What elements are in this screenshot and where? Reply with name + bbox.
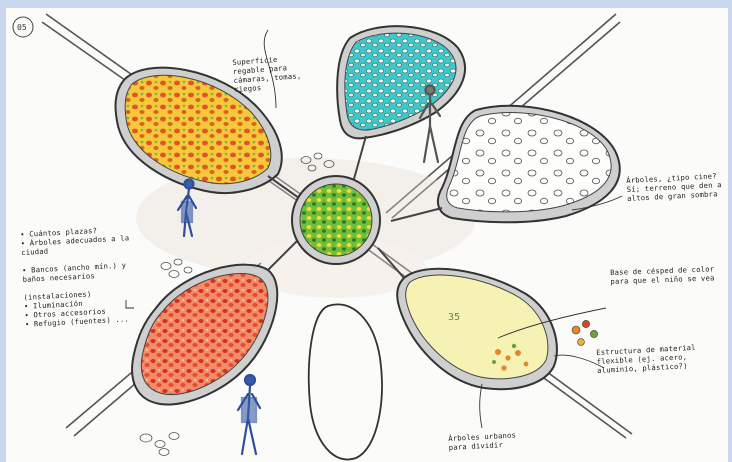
petal-empty-outline [309,304,382,459]
page-number-mark: 05 [13,17,33,37]
note-left-list: • Cuántos plazas? • Árboles adecuados a … [20,224,135,329]
loose-color-pebbles [572,320,598,345]
lawn-petal-label: 35 [448,312,460,323]
figure-bottom [238,375,260,454]
sketch-paper: 05 [6,8,728,462]
note-top-center: Superficie regable para cámaras, tomas, … [232,53,304,94]
central-green-hub [292,176,380,264]
note-right-top: Árboles, ¿tipo cine? Sí; terreno que den… [626,171,725,203]
page-number: 05 [17,23,27,32]
